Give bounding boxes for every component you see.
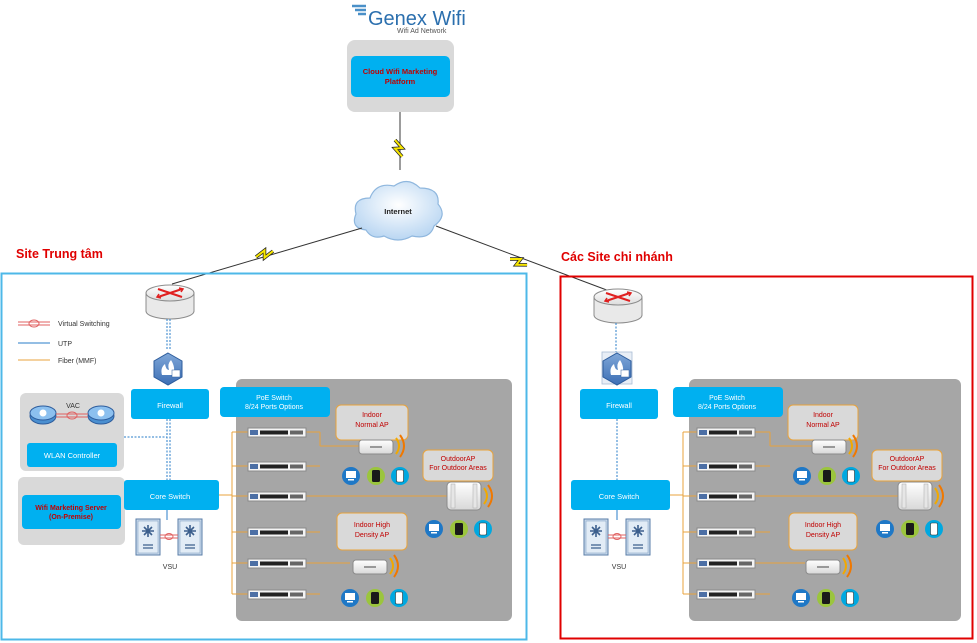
branch-core-switch-label: Core Switch — [599, 492, 639, 501]
branch-indoor-high-ap-panel — [788, 512, 858, 551]
branch-fiber-links — [670, 431, 900, 595]
wlan-controller-box[interactable] — [27, 443, 117, 467]
switch-icon — [177, 518, 203, 556]
branch-outdoor-ap-label-2: For Outdoor Areas — [878, 465, 936, 472]
router-icon[interactable] — [145, 284, 195, 320]
poe-switch-label-2: 8/24 Ports Options — [245, 404, 303, 411]
client-devices — [791, 588, 860, 608]
switch-icon — [247, 558, 307, 569]
branch-core-switch-box[interactable] — [571, 480, 670, 510]
marketing-server-box[interactable] — [22, 495, 121, 529]
client-devices — [792, 466, 861, 486]
lightning-link-icon — [390, 136, 407, 160]
indoor-normal-label-1: Indoor — [362, 412, 383, 419]
legend-virtual: Virtual Switching — [58, 321, 110, 328]
switch-icon — [583, 518, 609, 556]
vac-right-icon — [87, 405, 115, 425]
central-site-title: Site Trung tâm — [16, 247, 103, 261]
indoor-high-label-2: Density AP — [355, 532, 390, 539]
client-devices — [875, 519, 944, 539]
branch-indoor-high-label-2: Density AP — [806, 532, 841, 539]
cloud-platform-box[interactable] — [351, 56, 450, 97]
switch-icon — [696, 491, 756, 502]
branch-indoor-high-label-1: Indoor High — [805, 522, 841, 529]
client-devices — [341, 466, 410, 486]
branch-outdoor-ap-label-1: OutdoorAP — [890, 456, 925, 463]
vac-label: VAC — [66, 403, 80, 410]
marketing-server-label-1: Wifi Marketing Server — [35, 505, 107, 512]
core-switch-label: Core Switch — [150, 492, 190, 501]
branch-indoor-normal-label-1: Indoor — [813, 412, 834, 419]
legend: Virtual Switching UTP Fiber (MMF) — [18, 319, 110, 365]
branch-poe-switch-label-2: 8/24 Ports Options — [698, 404, 756, 411]
router-icon[interactable] — [593, 288, 643, 324]
switch-icon — [625, 518, 651, 556]
switch-icon — [247, 461, 307, 472]
brand-tagline: Wifi Ad Network — [397, 28, 447, 35]
client-devices — [424, 519, 493, 539]
indoor-high-label-1: Indoor High — [354, 522, 390, 529]
lightning-link-icon — [253, 246, 276, 262]
cloud-platform-label-2: Platform — [385, 77, 416, 86]
indoor-high-ap-panel — [336, 512, 408, 551]
brand-name: Genex Wifi — [368, 8, 466, 30]
switch-icon — [247, 491, 307, 502]
vac-left-icon — [29, 405, 57, 425]
genex-logo: Genex Wifi Wifi Ad Network — [352, 4, 466, 35]
branch-poe-switch-box[interactable] — [673, 387, 783, 417]
outdoor-ap-label-1: OutdoorAP — [441, 456, 476, 463]
marketing-server-label-2: (On-Premise) — [49, 514, 93, 521]
client-devices — [340, 588, 409, 608]
fiber-links — [219, 431, 450, 595]
branch-firewall-box[interactable] — [580, 389, 658, 419]
branch-indoor-normal-label-2: Normal AP — [806, 422, 840, 429]
poe-switch-label-1: PoE Switch — [256, 395, 292, 402]
branch-site-frame — [559, 275, 974, 640]
branch-site-title: Các Site chi nhánh — [561, 250, 673, 264]
cloud-platform-label-1: Cloud Wifi Marketing — [363, 67, 438, 76]
branch-poe-switch-label-1: PoE Switch — [709, 395, 745, 402]
switch-icon — [247, 589, 307, 600]
core-switch-box[interactable] — [124, 480, 219, 510]
wan-link-branch — [435, 225, 613, 293]
legend-utp: UTP — [58, 341, 72, 348]
firewall-icon — [153, 352, 183, 386]
switch-icon — [247, 527, 307, 538]
switch-icon — [696, 589, 756, 600]
firewall-box[interactable] — [131, 389, 209, 419]
vsu-label: VSU — [163, 564, 177, 571]
switch-icon — [696, 527, 756, 538]
branch-outdoor-ap-panel — [871, 449, 943, 482]
cloud-icon — [353, 180, 443, 241]
firewall-label: Firewall — [157, 401, 183, 410]
switch-icon — [696, 461, 756, 472]
switch-icon — [696, 427, 756, 438]
branch-vsu-label: VSU — [612, 564, 626, 571]
indoor-normal-label-2: Normal AP — [355, 422, 389, 429]
poe-switch-box[interactable] — [220, 387, 330, 417]
switch-icon — [247, 427, 307, 438]
switch-icon — [135, 518, 161, 556]
legend-fiber: Fiber (MMF) — [58, 358, 97, 365]
internet-label: Internet — [384, 207, 412, 216]
branch-firewall-label: Firewall — [606, 401, 632, 410]
central-site-frame — [0, 272, 528, 641]
branch-access-panel — [689, 379, 961, 621]
outdoor-ap-panel — [422, 449, 494, 482]
wlan-controller-label: WLAN Controller — [44, 451, 101, 460]
switch-icon — [696, 558, 756, 569]
outdoor-ap-label-2: For Outdoor Areas — [429, 465, 487, 472]
